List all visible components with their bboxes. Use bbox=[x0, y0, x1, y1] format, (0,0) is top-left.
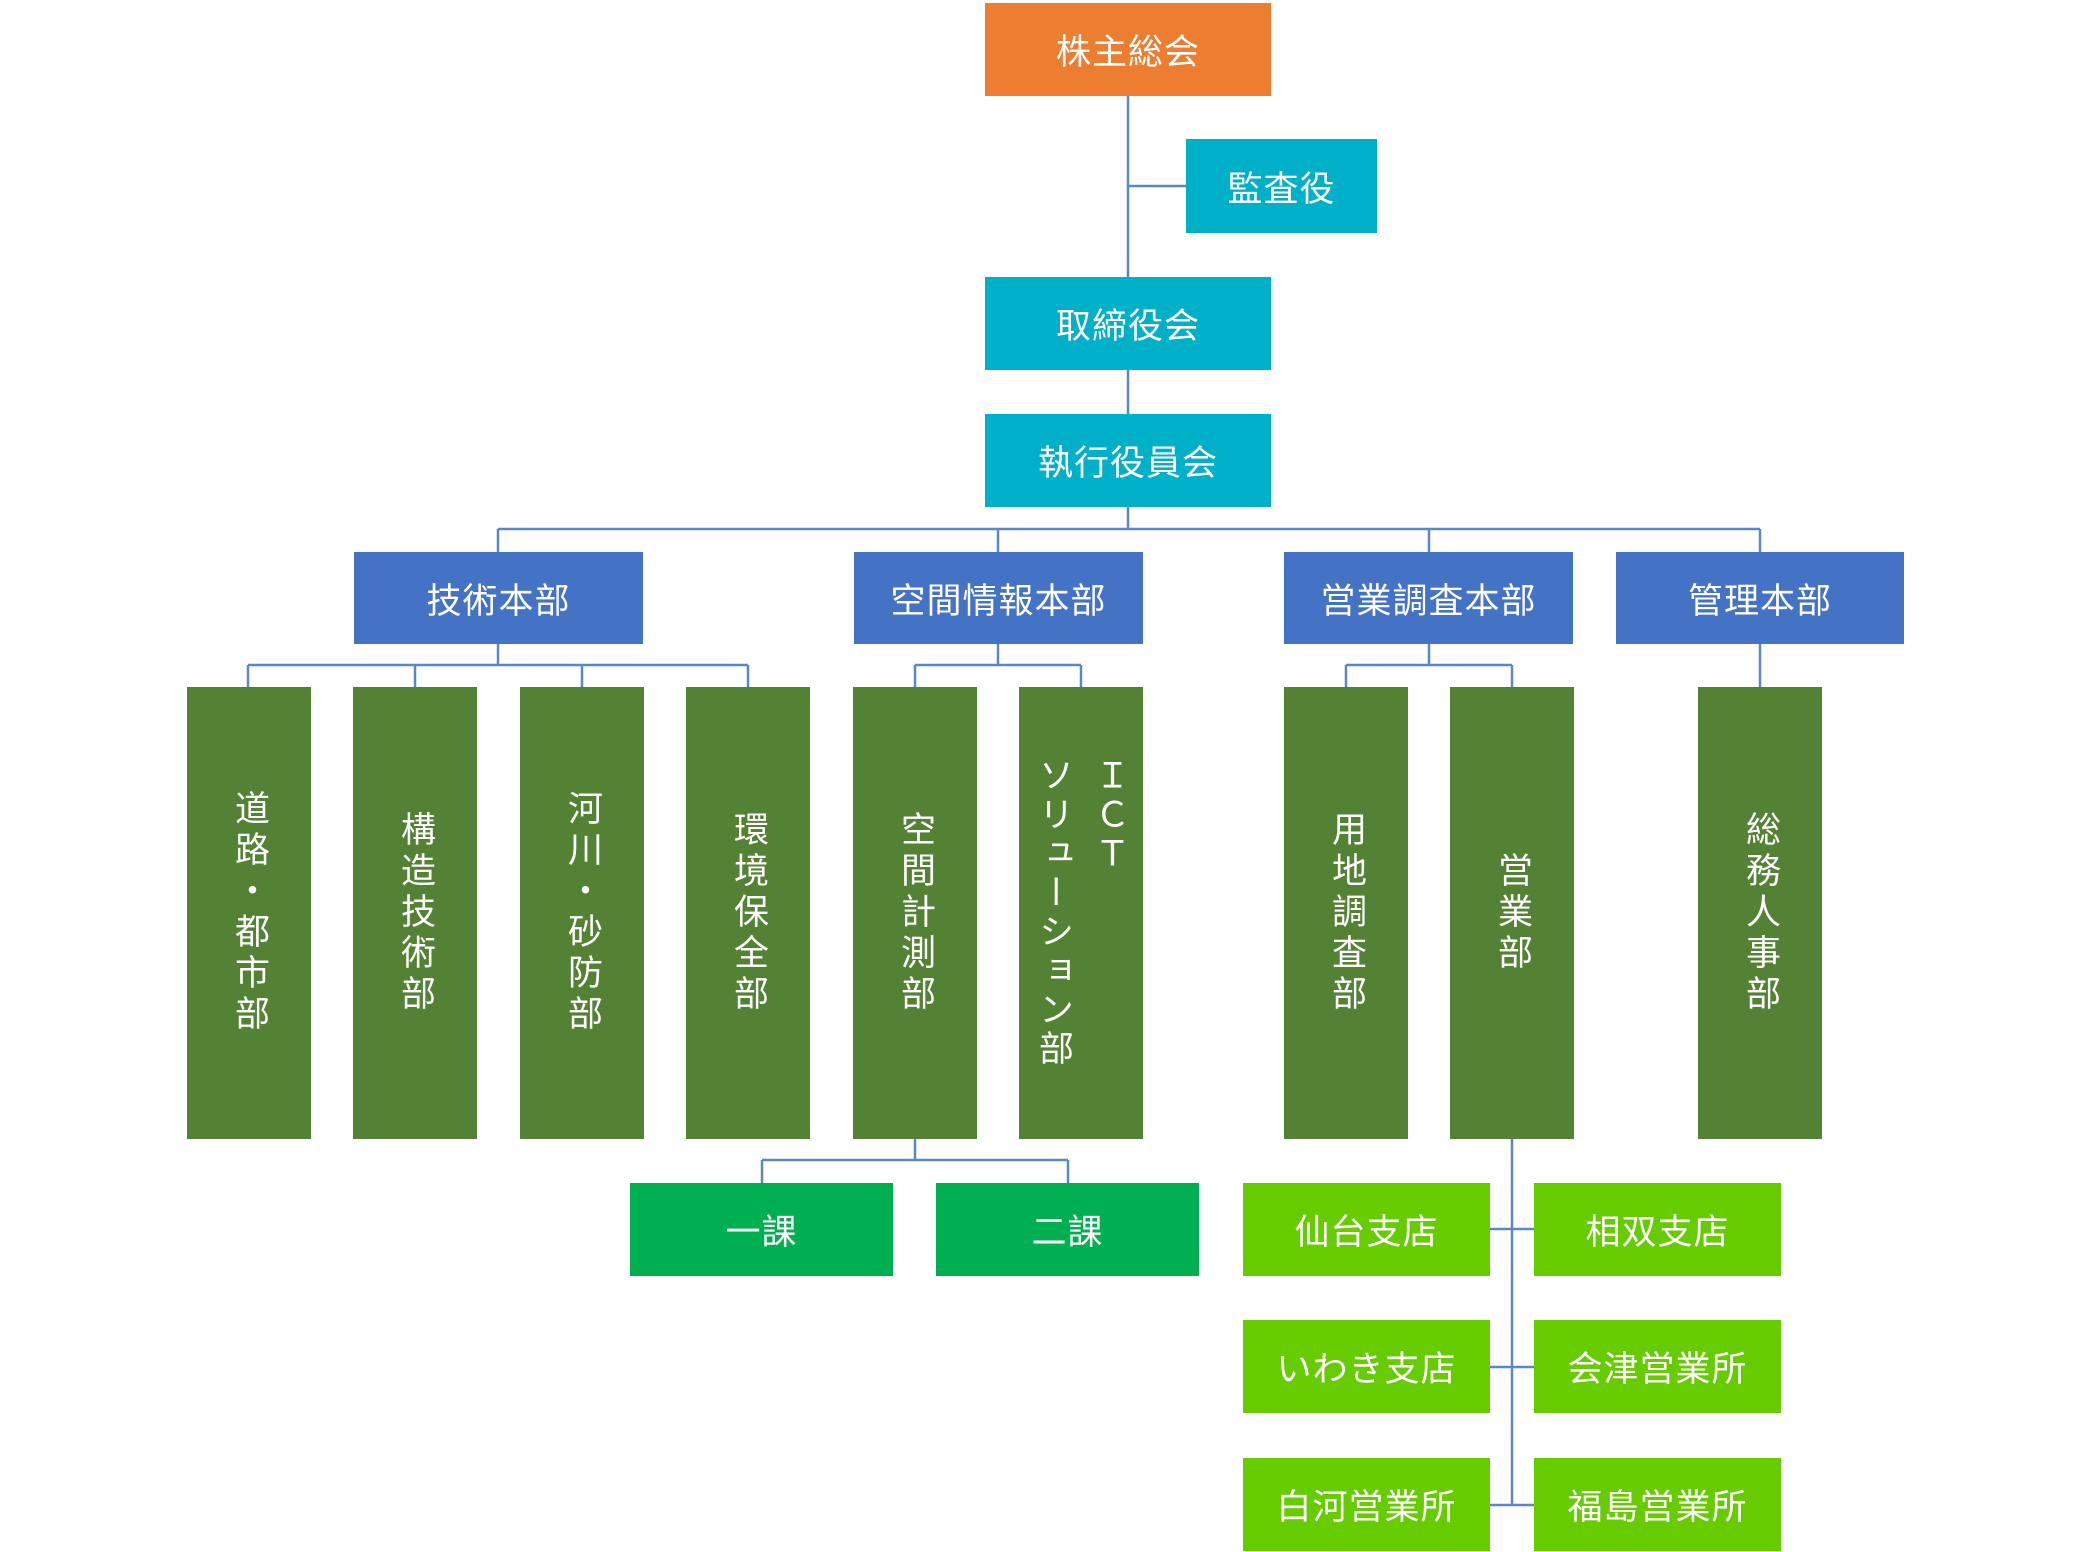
ict-solution-dept-label: ＩＣＴ ソリューション部 bbox=[1033, 757, 1129, 1069]
executive-board-box: 執行役員会 bbox=[985, 414, 1271, 507]
spatial-survey-dept-box: 空間計測部 bbox=[853, 687, 977, 1139]
spatial-info-division-box: 空間情報本部 bbox=[854, 552, 1143, 644]
road-city-dept-box: 道路・都市部 bbox=[187, 687, 311, 1139]
section-2-box: 二課 bbox=[936, 1183, 1199, 1276]
auditor-box: 監査役 bbox=[1186, 139, 1377, 233]
land-survey-dept-label: 用地調査部 bbox=[1326, 810, 1366, 1016]
board-box: 取締役会 bbox=[985, 277, 1271, 370]
aizu-office-box: 会津営業所 bbox=[1534, 1320, 1781, 1413]
shareholders-meeting-box: 株主総会 bbox=[985, 3, 1271, 96]
section-1-box: 一課 bbox=[630, 1183, 893, 1276]
general-affairs-dept-box: 総務人事部 bbox=[1698, 687, 1822, 1139]
management-division-box: 管理本部 bbox=[1616, 552, 1904, 644]
structure-dept-label: 構造技術部 bbox=[395, 810, 435, 1016]
shirakawa-office-box: 白河営業所 bbox=[1243, 1458, 1490, 1551]
spatial-survey-dept-label: 空間計測部 bbox=[895, 810, 935, 1016]
sales-survey-division-box: 営業調査本部 bbox=[1284, 552, 1573, 644]
river-sabo-dept-box: 河川・砂防部 bbox=[520, 687, 644, 1139]
general-affairs-dept-label: 総務人事部 bbox=[1740, 810, 1780, 1016]
sales-dept-label: 営業部 bbox=[1492, 851, 1532, 975]
iwaki-branch-box: いわき支店 bbox=[1243, 1320, 1490, 1413]
fukushima-office-box: 福島営業所 bbox=[1534, 1458, 1781, 1551]
sales-dept-box: 営業部 bbox=[1450, 687, 1574, 1139]
structure-dept-box: 構造技術部 bbox=[353, 687, 477, 1139]
technology-division-box: 技術本部 bbox=[354, 552, 643, 644]
environment-dept-label: 環境保全部 bbox=[728, 810, 768, 1016]
sendai-branch-box: 仙台支店 bbox=[1243, 1183, 1490, 1276]
ict-solution-dept-box: ＩＣＴ ソリューション部 bbox=[1019, 687, 1143, 1139]
road-city-dept-label: 道路・都市部 bbox=[229, 790, 269, 1036]
environment-dept-box: 環境保全部 bbox=[686, 687, 810, 1139]
river-sabo-dept-label: 河川・砂防部 bbox=[562, 790, 602, 1036]
soso-branch-box: 相双支店 bbox=[1534, 1183, 1781, 1276]
land-survey-dept-box: 用地調査部 bbox=[1284, 687, 1408, 1139]
